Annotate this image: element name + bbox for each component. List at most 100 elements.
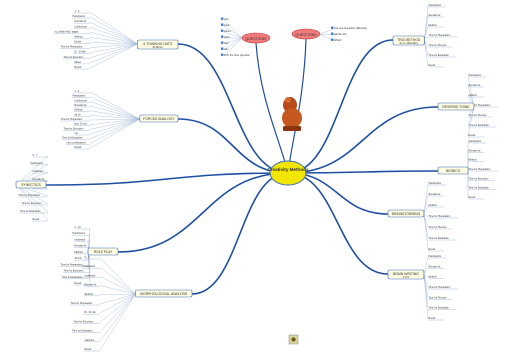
topic-reverse-think[interactable]: REVERSE THINK <box>437 102 475 111</box>
leaf-connector <box>424 39 429 67</box>
question-connector <box>223 25 243 39</box>
leaf-text: moderator <box>33 170 44 173</box>
questions-right-label: QUESTIONS <box>295 33 317 37</box>
question-item[interactable]: Ask new Questions differently <box>334 27 368 30</box>
question-connector <box>223 37 243 57</box>
topic-morphological[interactable]: MORPHOLOGICAL ANALYSIS <box>135 289 193 298</box>
connector-morphological <box>191 172 289 295</box>
leaf-text: Time for Execution <box>22 202 43 205</box>
branch-topics: 6 THINKING HATS(E.Bono) FORCED ANALOGY SYN… <box>15 35 475 298</box>
question-item[interactable]: FOC the Vote Question <box>224 54 250 57</box>
topic-brainstorming[interactable]: BRAINSTORMING <box>387 209 425 218</box>
topic-label: BRAINSTORMING <box>392 212 421 216</box>
connector-triz <box>287 39 394 174</box>
leaf-text: Time for Evaluation <box>429 237 450 240</box>
topic-forced-analogy[interactable]: FORCED ANALOGY <box>139 114 179 123</box>
question-item[interactable]: when <box>224 36 231 39</box>
leaf-text: Participants <box>429 182 442 185</box>
question-item[interactable]: where <box>224 30 231 33</box>
leaf-text: Time for Preparation <box>61 263 83 266</box>
leaf-connector <box>89 118 140 135</box>
leaf-text: Method <box>429 276 438 279</box>
question-item[interactable]: ask Be why <box>334 33 348 36</box>
topic-label: BIONICS <box>446 169 461 173</box>
leaf-connector <box>424 39 429 57</box>
leaf-text: Time for Preparation <box>429 34 451 37</box>
leaf-connector <box>89 101 140 120</box>
leaf-text: Method <box>75 35 84 38</box>
leaf-connector <box>89 118 140 121</box>
leaf-text: Time for Evaluation <box>429 307 450 310</box>
leaf-connector <box>89 115 140 120</box>
question-bullet-icon <box>331 38 334 41</box>
question-item[interactable]: what <box>224 24 230 27</box>
leaf-connector <box>424 15 429 41</box>
question-bullet-icon <box>221 29 224 32</box>
leaf-connector <box>99 293 136 332</box>
leaf-connector <box>15 184 49 221</box>
question-item[interactable]: who <box>224 18 229 21</box>
topic-six-hats[interactable]: 6 THINKING HATS(E.Bono) <box>137 39 179 50</box>
connector-bionics <box>287 170 439 174</box>
leaf-text: Divide <box>75 41 82 44</box>
leaf-text: max. 15 min <box>74 123 88 126</box>
leaf-text: Time for Process <box>429 226 448 229</box>
leaf-text: e.g. blank field / pages <box>55 30 80 33</box>
leaf-text: Result <box>33 218 40 221</box>
leaf-connector <box>99 267 136 295</box>
topic-box <box>437 102 475 111</box>
leaf-connector <box>467 75 475 108</box>
topic-box <box>387 269 425 280</box>
leaf-connector <box>423 183 429 215</box>
leaf-connector <box>467 106 475 137</box>
leaf-connector <box>89 43 138 69</box>
questions-bubble-left[interactable]: QUESTIONS <box>241 32 271 44</box>
leaf-text: Participants <box>73 232 86 235</box>
leaf-text: Time for Evaluation <box>62 276 83 279</box>
topic-bionics[interactable]: BIONICS <box>437 166 469 175</box>
topic-box <box>135 289 193 298</box>
topic-box <box>139 114 179 123</box>
leaf-connector <box>15 184 49 213</box>
footer-thumbnail-icon <box>288 334 299 345</box>
leaf-connector <box>423 194 429 215</box>
questions-bubble-right[interactable]: QUESTIONS <box>291 28 321 40</box>
leaf-connector <box>87 251 91 285</box>
topic-triz[interactable]: TRIZ METHOD(G.S. Altshuller) <box>392 35 425 46</box>
leaf-connector <box>89 118 140 149</box>
leaf-text: Method <box>469 94 478 97</box>
topic-label: REVERSE THINK <box>442 105 470 109</box>
leaf-connector <box>423 273 429 320</box>
question-item[interactable]: What if <box>334 39 342 42</box>
leaf-connector <box>89 96 140 120</box>
question-bullet-icon <box>221 17 224 20</box>
leaf-text: Remark As: <box>469 84 482 87</box>
leaf-text: Time for Execution <box>74 320 95 323</box>
central-node[interactable]: Creativity Methods <box>267 160 309 186</box>
question-item[interactable]: how <box>224 42 229 45</box>
leaf-text: Time for Preparation <box>61 118 83 121</box>
leaf-text: Time for Preparation <box>429 286 451 289</box>
topic-role-play[interactable]: ROLE PLAY <box>87 247 119 256</box>
leaf-text: 30 min <box>75 257 83 260</box>
leaf-text: unt <box>75 132 79 135</box>
leaf-connector <box>89 43 138 59</box>
leaf-connector <box>423 205 429 215</box>
leaf-text: 5 - 7 <box>33 154 38 157</box>
leaf-connector <box>423 273 429 278</box>
leaf-text: Result <box>469 134 476 137</box>
question-item[interactable]: why <box>224 48 229 51</box>
leaf-text: Result <box>75 66 82 69</box>
leaf-text: solutions <box>85 339 95 342</box>
leaf-connector <box>89 43 138 64</box>
leaf-text: Result <box>429 64 436 67</box>
leaf-text: Remark As: <box>469 149 482 152</box>
question-bullet-icon <box>221 53 224 56</box>
connector-role-play <box>117 172 289 253</box>
connector-synectics <box>45 172 289 186</box>
leaf-text: Remark As: <box>85 284 98 287</box>
topic-box <box>87 247 119 256</box>
topic-synectics[interactable]: SYNECTICS <box>15 180 47 189</box>
